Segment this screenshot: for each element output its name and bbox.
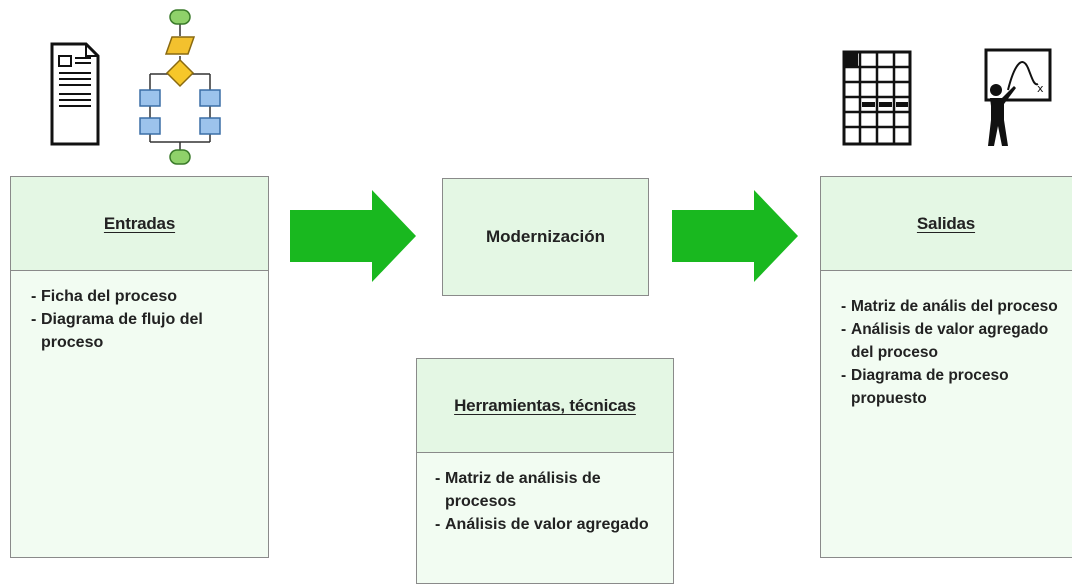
spreadsheet-icon (842, 50, 912, 146)
document-icon (50, 42, 100, 146)
entradas-header: Entradas (11, 177, 268, 271)
entradas-box: Entradas Ficha del proceso Diagrama de f… (10, 176, 269, 558)
list-item: Ficha del proceso (31, 285, 258, 308)
herramientas-box: Herramientas, técnicas Matriz de análisi… (416, 358, 674, 584)
list-item: Análisis de valor agregado (435, 513, 665, 536)
presenter-icon: x (984, 48, 1052, 146)
list-item: Matriz de análisis de procesos (435, 467, 625, 513)
herramientas-header: Herramientas, técnicas (417, 359, 673, 453)
svg-text:x: x (1037, 82, 1044, 95)
salidas-body: Matriz de anális del proceso Análisis de… (821, 271, 1072, 557)
salidas-list: Matriz de anális del proceso Análisis de… (841, 295, 1072, 410)
modernizacion-box: Modernización (442, 178, 649, 296)
entradas-list: Ficha del proceso Diagrama de flujo del … (31, 285, 258, 354)
list-item: Matriz de anális del proceso (841, 295, 1072, 318)
right-arrow-icon (672, 190, 798, 282)
salidas-title: Salidas (916, 213, 976, 233)
list-item: Análisis de valor agregado del proceso (841, 318, 1051, 364)
entradas-title: Entradas (103, 213, 176, 233)
salidas-header: Salidas (821, 177, 1072, 271)
modernizacion-title: Modernización (485, 227, 605, 246)
salidas-box: Salidas Matriz de anális del proceso Aná… (820, 176, 1072, 558)
flowchart-icon (139, 9, 221, 165)
herramientas-body: Matriz de análisis de procesos Análisis … (417, 453, 673, 583)
entradas-body: Ficha del proceso Diagrama de flujo del … (11, 271, 268, 557)
list-item: Diagrama de proceso propuesto (841, 364, 1011, 410)
herramientas-list: Matriz de análisis de procesos Análisis … (435, 467, 665, 536)
right-arrow-icon (290, 190, 416, 282)
herramientas-title: Herramientas, técnicas (454, 395, 636, 415)
list-item: Diagrama de flujo del proceso (31, 308, 258, 354)
